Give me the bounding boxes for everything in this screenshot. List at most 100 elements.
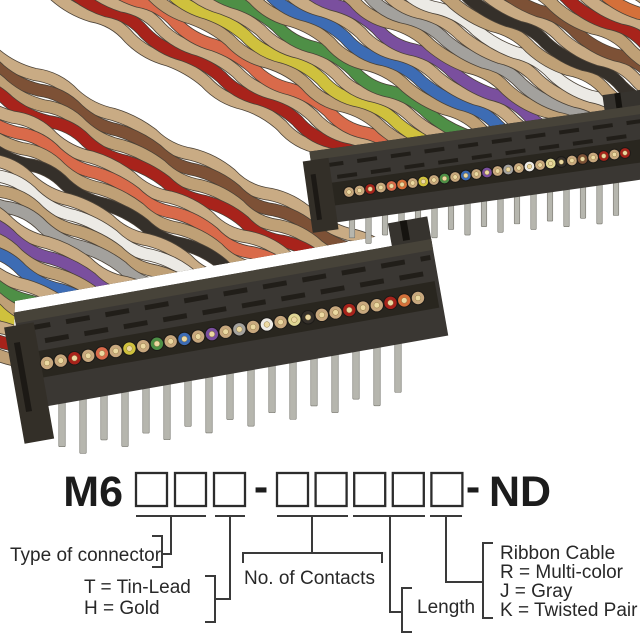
connector-pin [394,338,402,393]
wire-end-conductor [43,359,51,367]
wire-end-conductor [526,163,532,170]
wire-end-conductor [442,175,448,182]
connector-lower-wire-ends [39,290,426,371]
connector-lower-end-notch [399,220,411,241]
wire-end-conductor [580,156,586,162]
wire-strand [69,0,640,214]
connector-pin [247,364,255,427]
wire-end-conductor [153,340,160,347]
wire-end-conductor [318,311,325,318]
connector-pin [184,375,192,427]
wire-end-conductor [601,153,607,159]
connector-lower-end-cap-slot [13,342,33,412]
wire-end-conductor [277,319,284,326]
part-separator-1: - [254,463,268,511]
wire-end-conductor [367,186,373,192]
connector-pin [373,341,381,407]
wire-end-conductor [181,335,188,342]
wire-end-conductor [195,333,202,340]
wire-end-conductor [332,309,339,316]
label-plating-h: H = Gold [84,598,160,619]
part-number-boxes-group1 [134,471,247,508]
wire-end-conductor [357,187,363,194]
wire-end-conductor [236,326,243,333]
wire-end-conductor [414,294,422,302]
wire-end-conductor [590,154,596,161]
wire-strand [0,9,436,434]
wire-end-conductor [387,299,394,306]
connector-pin [205,371,213,434]
connector-pin [352,345,360,400]
wire-end-conductor [291,316,298,323]
wire-end-conductor [85,352,92,359]
part-digit-box [314,471,348,508]
wire-end-conductor [373,302,380,309]
connector-lower-slots-row1 [26,254,431,332]
wire-end-conductor [401,297,408,304]
wire-end-conductor [378,184,384,191]
part-digit-box [391,471,425,508]
wire-end-conductor [611,151,617,158]
wire-end-conductor [388,183,394,189]
label-ribbon-k: K = Twisted Pair [500,600,638,621]
connector-pin [142,382,150,434]
label-no-of-contacts: No. of Contacts [244,568,375,589]
wire-end-conductor [516,165,522,171]
connector-lower-top-face [13,239,434,324]
part-suffix: ND [489,468,551,516]
part-number-boxes-group2 [275,471,464,508]
connector-pin [58,397,66,448]
wire-end-conductor [399,181,405,188]
part-digit-box [173,471,208,508]
wire-strand [28,0,640,214]
connector-lower-pins [58,338,402,454]
wire-end-conductor [410,180,416,186]
wire-strand [45,0,640,214]
connector-pin [79,393,87,454]
label-type-of-connector: Type of connector [10,545,162,566]
wire-strand [12,0,640,214]
part-separator-2: - [466,463,480,511]
wire-strand [0,25,436,434]
wire-end-conductor [537,162,543,168]
part-digit-box [212,471,247,508]
wire-end-conductor [420,178,426,185]
wire-strand [100,0,640,214]
wire-strand [76,0,640,214]
connector-pin [310,353,318,407]
ribbon-cable-upper [0,0,640,214]
wire-end-conductor [495,168,501,174]
wire-end-conductor [112,347,119,355]
wire-strand [21,0,640,214]
wire-end-conductor [548,160,554,167]
wire-strand [115,0,640,214]
wire-end-conductor [57,357,64,364]
connector-upper-top-face [309,103,640,161]
wire-strand [36,0,640,214]
part-prefix: M6 [63,468,123,516]
label-plating-t: T = Tin-Lead [84,577,191,598]
connector-upper-slots-row1 [323,118,640,168]
connector-upper-slots-row2 [336,130,640,179]
callout-lines [136,515,493,633]
connector-pin [331,349,339,413]
connector-upper-wire-ends [343,147,631,198]
wire-end-conductor [484,169,490,176]
wire-end-conductor [359,304,367,311]
part-digit-box [275,471,310,508]
wire-end-conductor [250,323,257,330]
wire-end-conductor [208,331,215,338]
connector-pin [226,367,234,420]
wire-end-conductor [305,314,312,321]
label-ribbon-cable: Ribbon Cable [500,543,615,564]
wire-strand [67,0,640,214]
connector-pin [121,386,129,447]
connector-pin [268,360,276,414]
wire-end-conductor [346,189,352,195]
wire-strand [43,0,640,214]
wire-end-conductor [569,157,575,164]
wire-end-conductor [463,172,469,179]
